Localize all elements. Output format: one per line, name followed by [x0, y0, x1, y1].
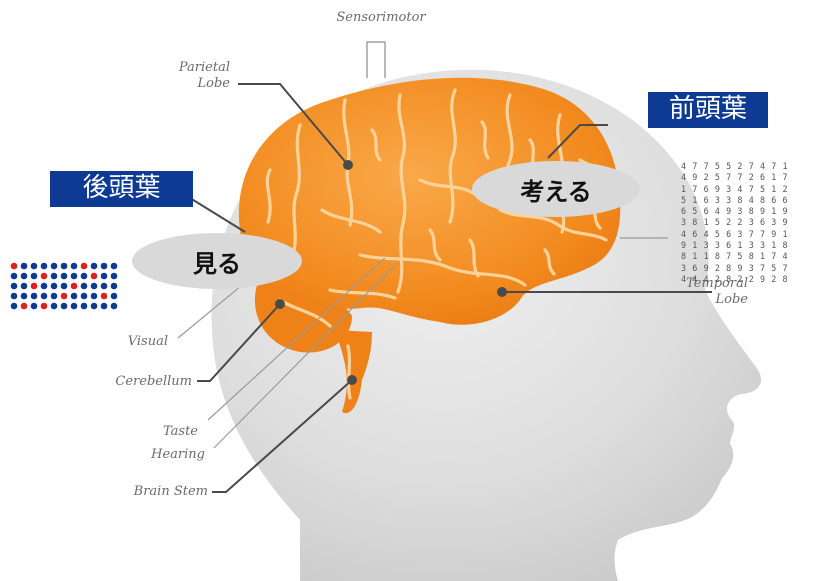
label-temporal-lobe: Temporal Lobe: [660, 276, 748, 308]
grid-dot: [100, 262, 108, 270]
label-parietal-line1: Parietal: [178, 60, 230, 75]
grid-dot: [90, 282, 98, 290]
grid-dot: [50, 262, 58, 270]
grid-dot: [110, 292, 118, 300]
grid-dot: [110, 302, 118, 310]
grid-dot: [80, 262, 88, 270]
grid-dot: [60, 262, 68, 270]
grid-dot: [80, 302, 88, 310]
number-grid-row: 6 5 6 4 9 3 8 9 1 9: [681, 206, 789, 217]
grid-dot: [50, 272, 58, 280]
grid-dot: [100, 282, 108, 290]
grid-dot: [50, 292, 58, 300]
grid-dot: [30, 282, 38, 290]
grid-dot: [50, 282, 58, 290]
grid-dot: [20, 282, 28, 290]
number-grid-row: 8 1 1 8 7 5 8 1 7 4: [681, 251, 789, 262]
grid-dot: [80, 292, 88, 300]
grid-dot: [30, 272, 38, 280]
frontal-lobe-box: 前頭葉: [648, 92, 768, 128]
number-grid-row: 1 7 6 9 3 4 7 5 1 2: [681, 183, 789, 194]
grid-dot: [80, 272, 88, 280]
number-grid-row: 3 6 9 2 8 9 3 7 5 7: [681, 262, 789, 273]
number-grid-row: 4 9 2 5 7 7 2 6 1 7: [681, 172, 789, 183]
grid-dot: [90, 292, 98, 300]
grid-dot: [40, 282, 48, 290]
grid-dot: [60, 292, 68, 300]
grid-dot: [30, 262, 38, 270]
grid-dot: [70, 302, 78, 310]
grid-dot: [20, 272, 28, 280]
grid-dot: [110, 272, 118, 280]
number-grid-row: 4 6 4 5 6 3 7 7 9 1: [681, 228, 789, 239]
label-sensorimotor: Sensorimotor: [336, 10, 426, 25]
brain-stem-shape: [335, 330, 372, 414]
grid-dot: [40, 262, 48, 270]
cerebrum-shape: [238, 77, 621, 325]
grid-dot: [100, 272, 108, 280]
grid-dot: [90, 302, 98, 310]
number-grid-row: 5 1 6 3 3 8 4 8 6 6: [681, 194, 789, 205]
think-oval: 考える: [472, 161, 640, 217]
grid-dot: [30, 302, 38, 310]
grid-dot: [80, 282, 88, 290]
grid-dot: [30, 292, 38, 300]
occipital-lobe-box: 後頭葉: [50, 171, 193, 207]
grid-dot: [70, 262, 78, 270]
leader-lines: [189, 83, 712, 493]
number-grid-row: 4 4 4 2 8 2 2 9 2 8: [681, 273, 789, 284]
brain-grooves: [265, 88, 618, 400]
grid-dot: [10, 262, 18, 270]
label-parietal-line2: Lobe: [197, 76, 230, 91]
grid-dot: [10, 292, 18, 300]
label-temporal-line2: Lobe: [715, 292, 748, 307]
label-visual: Visual: [127, 334, 168, 349]
grid-dot: [20, 292, 28, 300]
grid-dot: [10, 272, 18, 280]
grid-dot: [10, 282, 18, 290]
number-grid-row: 3 8 1 5 2 2 3 6 3 9: [681, 217, 789, 228]
grid-dot: [90, 272, 98, 280]
number-grid-row: 4 7 7 5 5 2 7 4 7 1: [681, 161, 789, 171]
grid-dot: [40, 272, 48, 280]
grid-dot: [20, 262, 28, 270]
grid-dot: [70, 272, 78, 280]
grid-dot: [90, 262, 98, 270]
grid-dot: [70, 292, 78, 300]
label-cerebellum: Cerebellum: [115, 374, 192, 389]
grid-dot: [70, 282, 78, 290]
label-taste: Taste: [162, 424, 198, 439]
grid-dot: [10, 302, 18, 310]
grid-dot: [50, 302, 58, 310]
grid-dot: [60, 282, 68, 290]
label-parietal-lobe: Parietal Lobe: [150, 60, 230, 92]
grid-dot: [60, 302, 68, 310]
sensorimotor-bracket: [366, 41, 386, 78]
thin-leader-lines: [177, 237, 668, 449]
grid-dot: [100, 302, 108, 310]
grid-dot: [110, 282, 118, 290]
dot-grid-icon: [10, 262, 118, 310]
grid-dot: [110, 262, 118, 270]
label-hearing: Hearing: [151, 447, 205, 462]
label-brain-stem: Brain Stem: [133, 484, 208, 499]
number-grid-row: 9 1 3 3 6 1 3 3 1 8: [681, 240, 789, 251]
grid-dot: [20, 302, 28, 310]
see-oval: 見る: [132, 233, 302, 289]
grid-dot: [40, 302, 48, 310]
grid-dot: [40, 292, 48, 300]
label-temporal-line1: Temporal: [686, 276, 748, 291]
grid-dot: [100, 292, 108, 300]
grid-dot: [60, 272, 68, 280]
